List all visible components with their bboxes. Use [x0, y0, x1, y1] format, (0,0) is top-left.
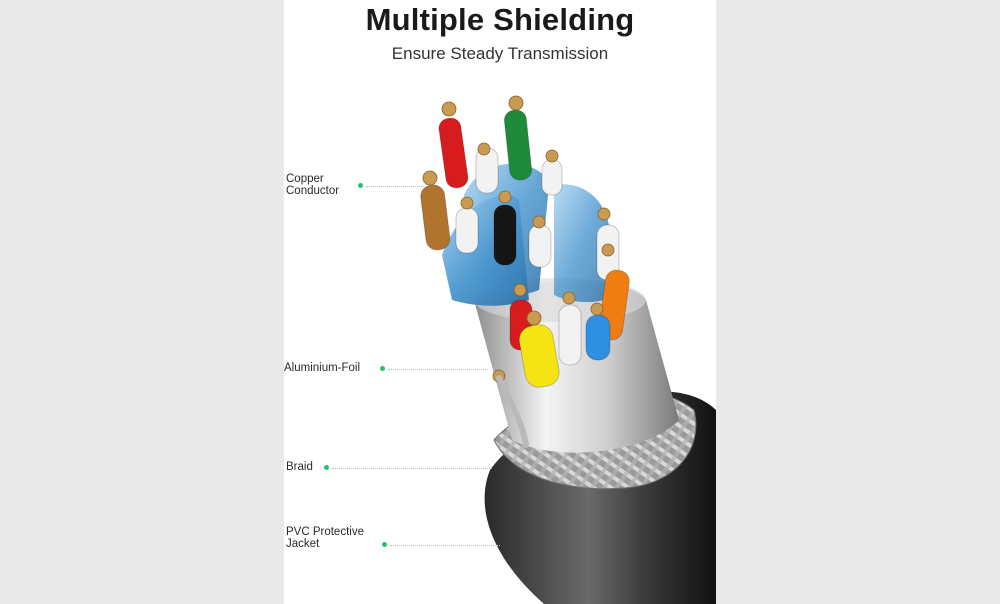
- callout-copper-conductor: Copper Conductor: [286, 173, 339, 197]
- callout-aluminium-foil: Aluminium-Foil: [284, 362, 361, 374]
- product-image-panel: Multiple Shielding Ensure Steady Transmi…: [284, 0, 716, 604]
- callout-copper-conductor-line-2: Conductor: [286, 185, 340, 197]
- callout-leader-line: [388, 369, 488, 370]
- page-subtitle: Ensure Steady Transmission: [391, 44, 609, 63]
- callout-leader-line: [332, 468, 492, 469]
- callout-copper-conductor-line-1: Copper: [286, 173, 324, 185]
- callout-pvc-jacket: PVC Protective Jacket: [286, 526, 364, 550]
- page-title: Multiple Shielding: [365, 2, 635, 37]
- callout-dot: [380, 366, 385, 371]
- callout-pvc-jacket-line-1: PVC Protective: [286, 526, 364, 538]
- callout-braid: Braid: [286, 461, 313, 473]
- callout-dot: [358, 183, 363, 188]
- cable-illustration: [420, 95, 716, 604]
- callout-leader-line: [390, 545, 500, 546]
- callout-dot: [324, 465, 329, 470]
- callout-leader-line: [366, 186, 424, 187]
- callout-pvc-jacket-line-2: Jacket: [286, 538, 320, 550]
- callout-dot: [382, 542, 387, 547]
